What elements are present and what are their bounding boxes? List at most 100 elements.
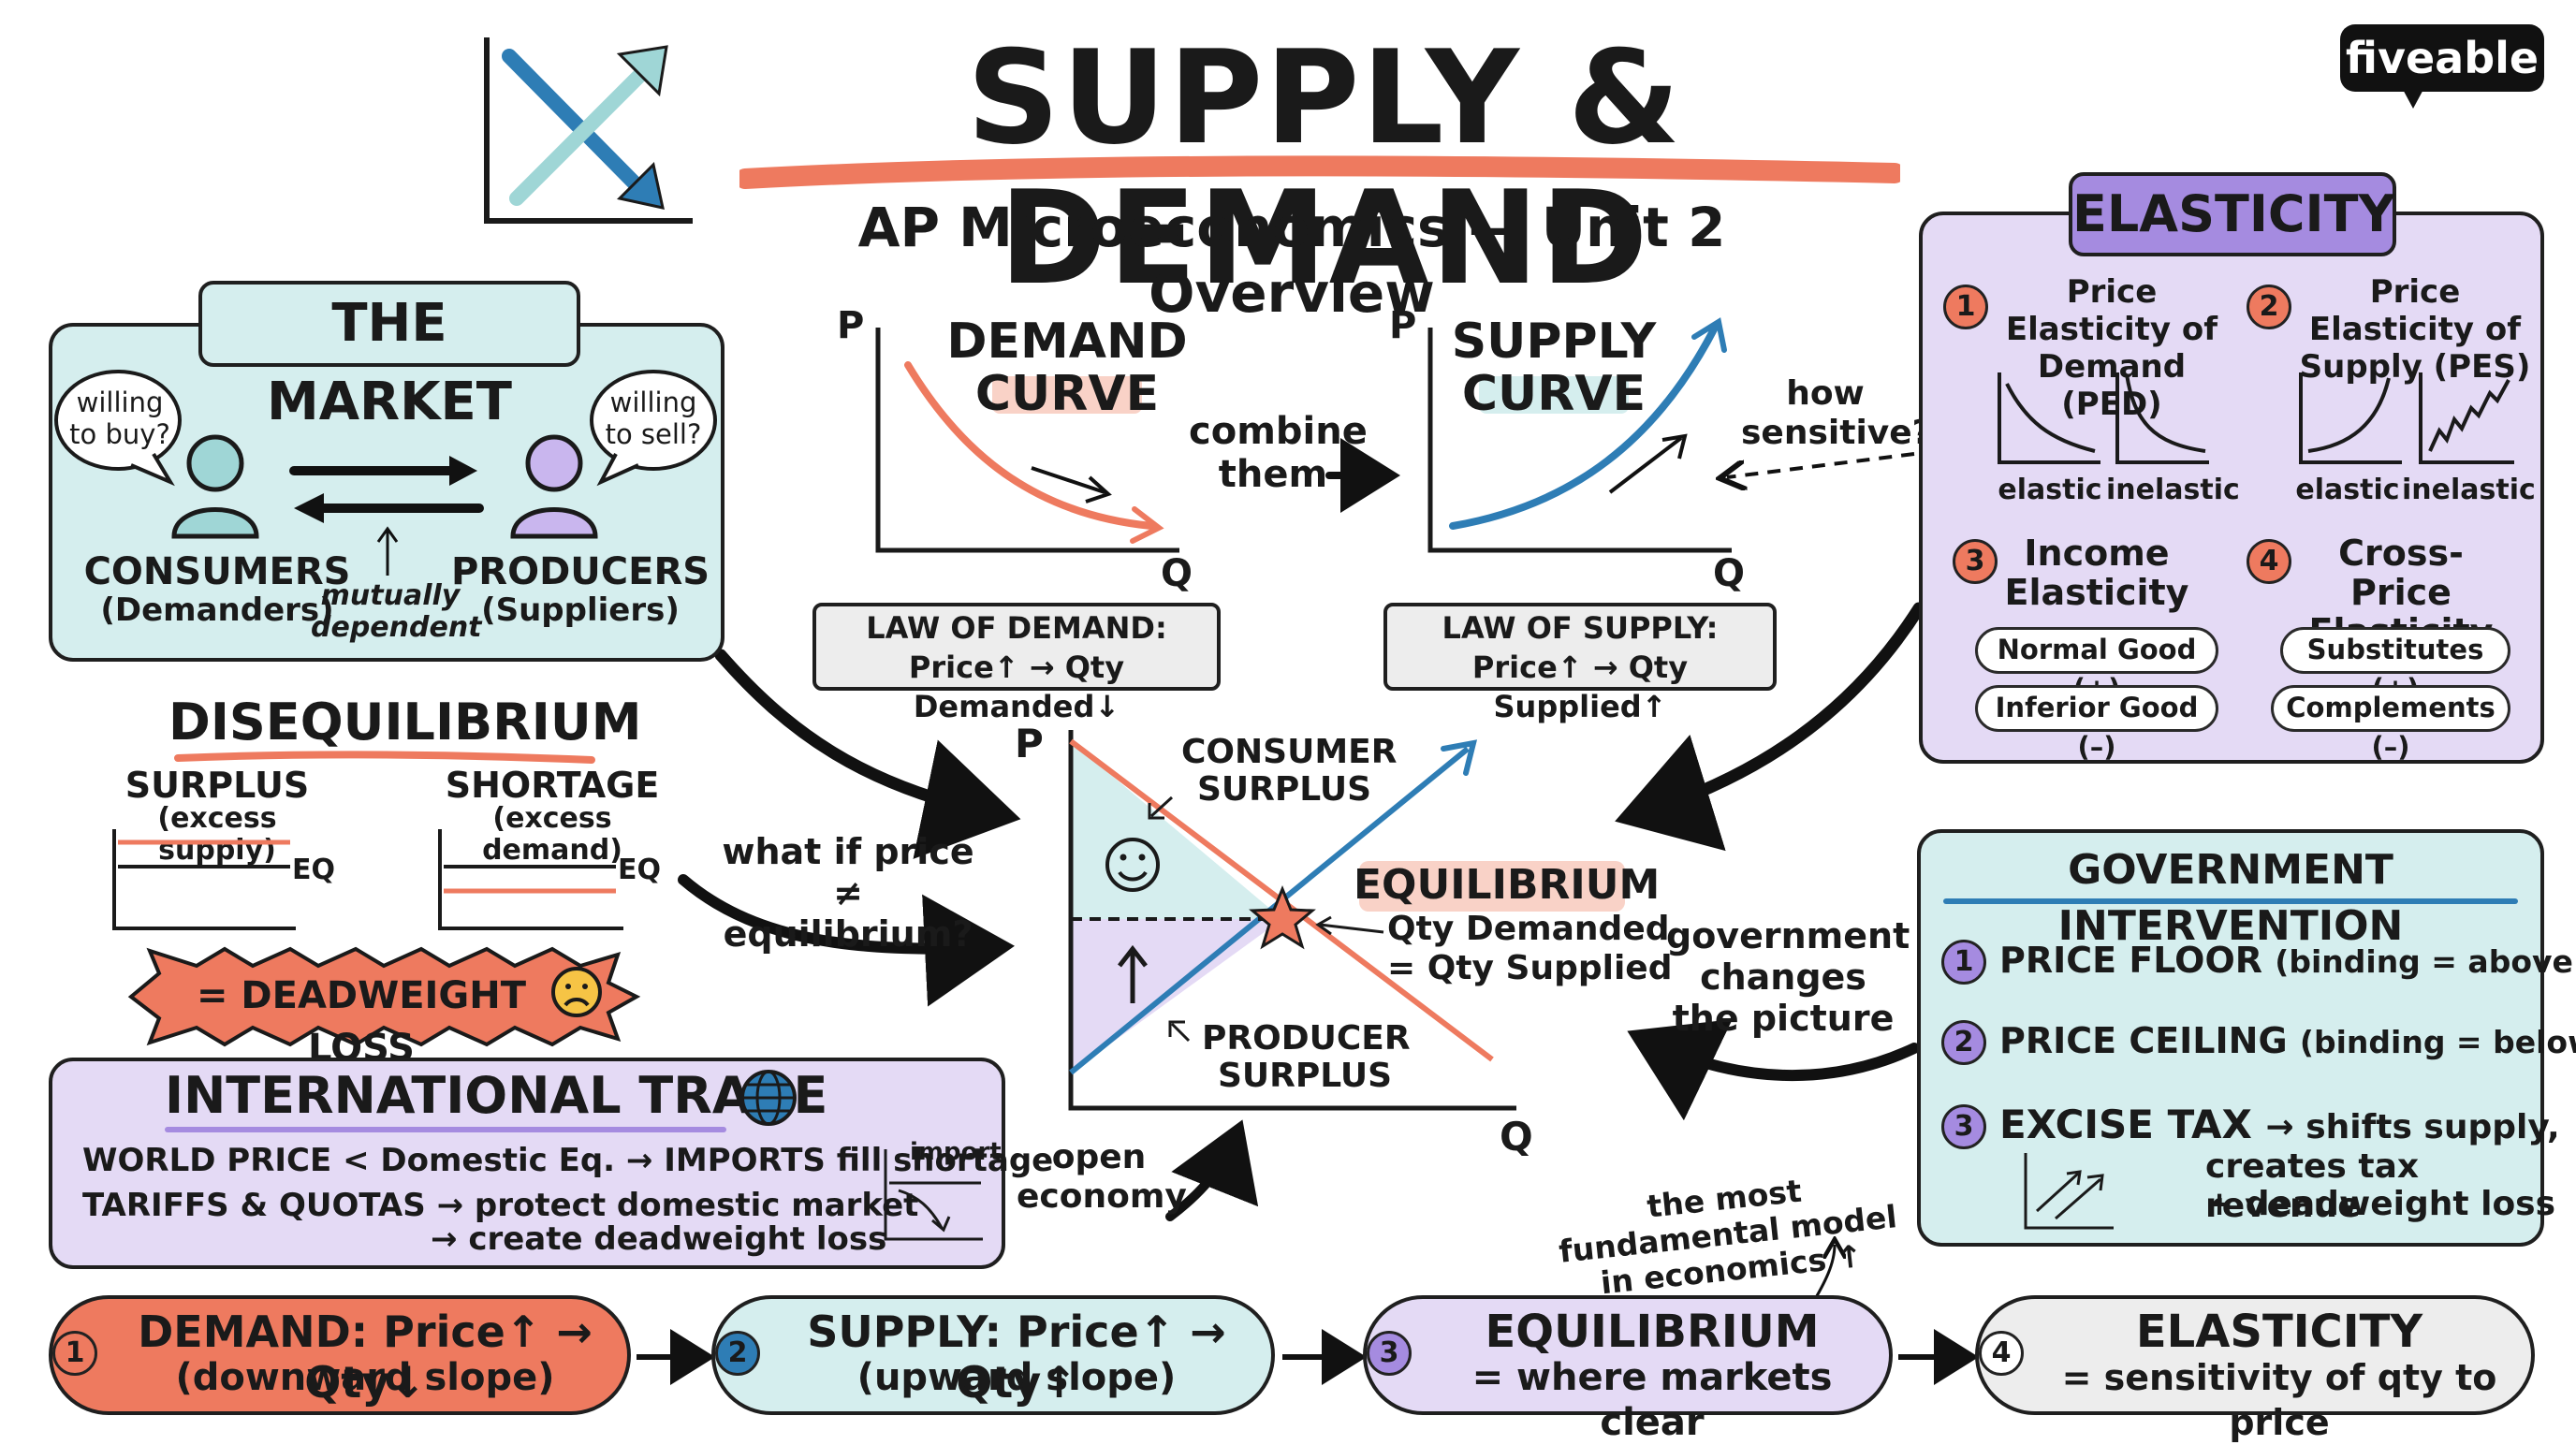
step-1-line-2: (downward slope) [175, 1356, 555, 1399]
step-1-num: 1 [52, 1331, 97, 1376]
demand-title-highlight [992, 376, 1142, 414]
step-3-line-1: EQUILIBRIUM [1485, 1306, 1820, 1358]
brand-name: fiveable [2345, 33, 2539, 83]
supply-title-2: CURVE [1461, 366, 1647, 422]
demand-title-1: DEMAND [946, 314, 1188, 370]
gov-num-2: 2 [1941, 1020, 1986, 1065]
step-3-line-2: = where markets clear [1471, 1356, 1833, 1444]
elasticity-mini-graphs [1998, 372, 2514, 464]
import-graph [884, 1149, 983, 1241]
eq-p-label: P [1015, 721, 1044, 766]
trade-line-3: → create deadweight loss [431, 1220, 887, 1258]
diseq-underline [174, 751, 595, 764]
arrow-how-sensitive [1727, 452, 1915, 477]
pes-inelastic-graph [2419, 372, 2514, 464]
shortage-eq-label: EQ [618, 854, 661, 886]
arrow-government-to-equilibrium [1627, 1019, 1920, 1121]
gov-item-2: PRICE CEILING (binding = below eq.) [1999, 1014, 2576, 1069]
supply-q-label: Q [1713, 552, 1746, 595]
demand-q-label: Q [1161, 552, 1193, 595]
title-icon-frame [479, 34, 696, 230]
bubble-willing-to-sell: willing to sell? [605, 387, 702, 450]
producers-sublabel: (Suppliers) [481, 591, 680, 629]
arrow-elasticity-to-equilibrium [1615, 602, 1925, 852]
globe-icon [740, 1070, 797, 1126]
gov-item-1-bold: PRICE FLOOR [1999, 940, 2263, 981]
deadweight-burst [127, 946, 641, 1047]
arrow-market-to-equilibrium [714, 649, 1021, 859]
equilibrium-label: EQUILIBRIUM [1354, 861, 1661, 909]
gov-num-3: 3 [1941, 1104, 1986, 1149]
supply-title-highlight [1479, 376, 1629, 414]
elasticity-item-2: Price Elasticity of Supply (PES) [2299, 273, 2531, 386]
eq-qty-supplied: = Qty Supplied [1387, 949, 1673, 987]
elasticity-item-3: Income Elasticity [2004, 533, 2189, 613]
shortage-label: SHORTAGE [445, 765, 660, 806]
step-4 [1975, 1295, 2535, 1415]
page-title: SUPPLY & DEMAND [966, 22, 1683, 314]
producer-person-icon [510, 434, 598, 539]
step-4-line-2: = sensitivity of qty to price [2061, 1357, 2497, 1443]
trade-panel [49, 1058, 1005, 1269]
diseq-graphs [112, 829, 623, 930]
crossing-arrows-icon [484, 37, 693, 224]
consumers-label: CONSUMERS [83, 550, 351, 593]
trade-line-2: TARIFFS & QUOTAS → protect domestic mark… [82, 1187, 919, 1224]
combine-them-label: combine them [1189, 410, 1368, 496]
gov-item-1: PRICE FLOOR (binding = above eq.) [1999, 934, 2576, 988]
demand-p-label: P [837, 304, 865, 347]
shortage-sublabel: (excess demand) [482, 802, 622, 867]
demand-title-2: CURVE [974, 366, 1160, 422]
surplus-sublabel: (excess supply) [157, 802, 277, 867]
shortage-graph [438, 829, 623, 930]
arrow-trade-to-equilibrium [1165, 1119, 1259, 1221]
elasticity-num-3: 3 [1953, 539, 1998, 584]
market-drawings [54, 370, 717, 576]
law-of-supply-rule: Price↑ → Qty Supplied↑ [1471, 650, 1689, 724]
trade-title: INTERNATIONAL TRADE [165, 1066, 828, 1125]
mutually-dependent-label: mutually dependent [311, 579, 482, 644]
ped-elastic-label: elastic [1998, 474, 2102, 506]
ped-inelastic-label: inelastic [2106, 474, 2240, 506]
fiveable-logo[interactable]: fiveable [2340, 24, 2544, 110]
sad-face-icon [551, 967, 602, 1017]
ped-inelastic-graph [2115, 372, 2209, 464]
equilibrium-graph [1068, 730, 1516, 1111]
consumer-person-icon [171, 434, 259, 539]
producer-surplus-label: PRODUCER SURPLUS [1202, 1019, 1411, 1095]
step-4-line-1: ELASTICITY [2135, 1306, 2423, 1358]
elasticity-title: ELASTICITY [2069, 172, 2396, 256]
producers-label: PRODUCERS [450, 550, 710, 593]
pes-elastic-label: elastic [2295, 474, 2400, 506]
elasticity-num-2: 2 [2247, 285, 2291, 329]
gov-item-3-rest: → shifts supply, [2265, 1108, 2560, 1146]
open-economy-label: open economy [1017, 1138, 1187, 1216]
step-4-num: 4 [1979, 1331, 2024, 1376]
smiley-face-icon [1105, 838, 1160, 892]
government-changes-label: government changes the picture [1666, 915, 1910, 1039]
pes-inelastic-label: inelastic [2402, 474, 2536, 506]
what-if-label: what if price ≠ equilibrium? [722, 831, 974, 955]
gov-tax-line-2: creates tax revenue [2205, 1147, 2420, 1225]
step-2-line-1: SUPPLY: Price↑ → Qty↑ [807, 1306, 1226, 1408]
trade-title-underline [165, 1127, 726, 1132]
trade-line-1: WORLD PRICE < Domestic Eq. → IMPORTS fil… [82, 1142, 1054, 1179]
step-3-num: 3 [1367, 1331, 1412, 1376]
eq-qty-demanded: Qty Demanded [1387, 910, 1670, 948]
step-1 [49, 1295, 631, 1415]
star-icon [1249, 885, 1316, 950]
supply-title-1: SUPPLY [1451, 314, 1657, 370]
law-of-demand-title: LAW OF DEMAND: [866, 610, 1167, 646]
step-3 [1363, 1295, 1893, 1415]
law-of-supply-box: LAW OF SUPPLY: Price↑ → Qty Supplied↑ [1383, 603, 1777, 724]
surplus-label: SURPLUS [124, 765, 310, 806]
government-title: GOVERNMENT INTERVENTION [2057, 846, 2404, 950]
supply-p-label: P [1389, 304, 1417, 347]
elasticity-num-4: 4 [2247, 539, 2291, 584]
how-sensitive-label: how sensitive? [1741, 374, 1932, 452]
step-1-line-1: DEMAND: Price↑ → Qty↓ [138, 1306, 593, 1408]
step-2-num: 2 [715, 1331, 760, 1376]
gov-num-1: 1 [1941, 940, 1986, 985]
government-title-underline [1943, 898, 2518, 904]
gov-tax-line-3: + deadweight loss [2205, 1185, 2556, 1223]
